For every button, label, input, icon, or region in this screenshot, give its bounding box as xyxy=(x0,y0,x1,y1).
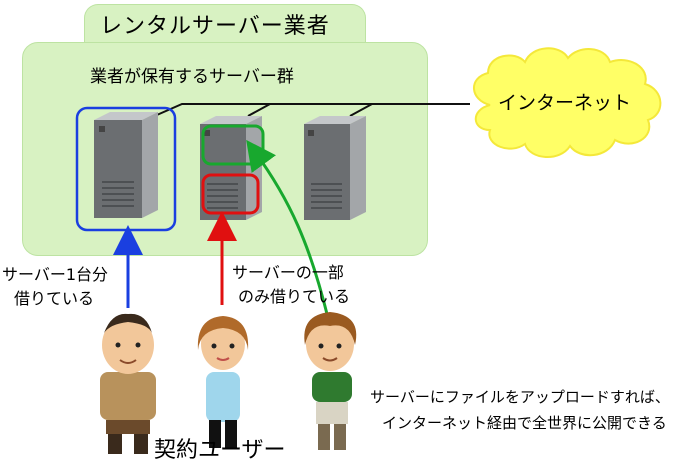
person-icon-2 xyxy=(197,316,249,448)
green-arrow xyxy=(246,139,330,319)
network-lines xyxy=(149,103,470,119)
internet-label: インターネット xyxy=(498,92,632,114)
person-icon-1 xyxy=(100,313,156,454)
server-tower-icon-1 xyxy=(94,112,158,218)
partial-server-note-line2: のみ借りている xyxy=(238,287,351,306)
company-title: レンタルサーバー業者 xyxy=(100,14,330,39)
publish-note-line1: サーバーにファイルをアップロードすれば、 xyxy=(370,388,670,406)
servers-group-label: 業者が保有するサーバー群 xyxy=(90,67,294,87)
users-label: 契約ユーザー xyxy=(154,438,286,463)
whole-server-note-line2: 借りている xyxy=(14,289,95,308)
cloud-icon xyxy=(473,47,662,159)
person-icon-3 xyxy=(304,312,357,450)
publish-note-line2: インターネット経由で全世界に公開できる xyxy=(382,414,667,432)
server-tower-icon-2 xyxy=(200,116,262,220)
partial-server-note-line1: サーバーの一部 xyxy=(232,263,344,282)
server-tower-icon-3 xyxy=(304,116,366,220)
whole-server-note-line1: サーバー1台分 xyxy=(2,265,109,284)
